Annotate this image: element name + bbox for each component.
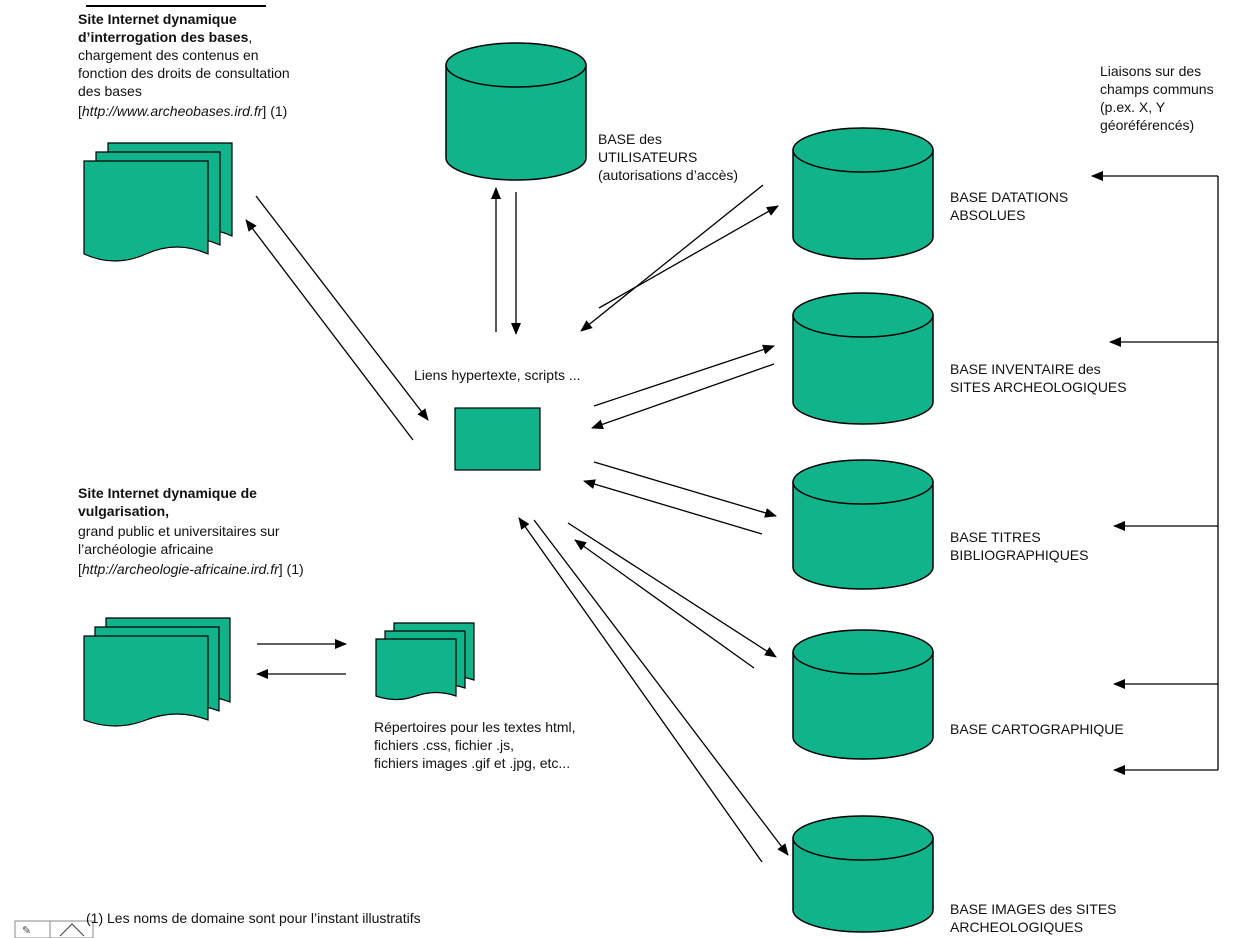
database-label-line1: BASE INVENTAIRE des [950, 361, 1101, 377]
arrow-datations-to-hub [580, 184, 764, 332]
document-stack-bases-icon [83, 142, 233, 262]
site-vulgarisation-title-line1: Site Internet dynamique de [78, 485, 257, 501]
database-label-line2: BIBLIOGRAPHIQUES [950, 547, 1089, 563]
arrow-cartographique-to-hub [574, 539, 755, 669]
document-stack-repertoires-icon [375, 622, 475, 701]
repertoires-line2: fichiers .css, fichier .js, [374, 737, 515, 753]
document-stack-vulgarisation-icon [83, 617, 231, 727]
arrow-titres-to-hub [583, 479, 763, 535]
database-label-line2: ABSOLUES [950, 207, 1026, 223]
repertoires-line3: fichiers images .gif et .jpg, etc... [374, 755, 571, 771]
site-bases-title-line1: Site Internet dynamique [78, 11, 237, 27]
site-bases-desc-line2: fonction des droits de consultation [78, 65, 290, 81]
site-bases-url-link[interactable]: http://www.archeobases.ird.fr [81, 103, 263, 119]
database-utilisateurs-icon [445, 42, 587, 181]
database-titres-icon [792, 459, 934, 590]
database-images-icon [792, 815, 934, 933]
footnote: (1) Les noms de domaine sont pour l’inst… [86, 910, 421, 926]
site-bases-title-line2: d’interrogation des bases [78, 29, 249, 45]
liaisons-line4: géoréférencés) [1100, 117, 1195, 133]
arrow-hub-to-images [533, 519, 789, 856]
site-vulgarisation-url-line: [http://archeologie-africaine.ird.fr] (1… [78, 560, 304, 578]
database-cartographique-icon [792, 629, 934, 760]
site-bases-url-open: [ [78, 103, 82, 119]
arrow-images-to-hub [518, 517, 763, 863]
liaisons-line2: champs communs [1100, 81, 1214, 97]
liaisons-line1: Liaisons sur des [1100, 63, 1202, 79]
database-label-line1: BASE IMAGES des SITES [950, 901, 1117, 917]
corner-toolbar-widget[interactable]: ✎ [14, 920, 94, 938]
repertoires-line1: Répertoires pour les textes html, [374, 719, 576, 735]
database-label-line2: SITES ARCHEOLOGIQUES [950, 379, 1127, 395]
arrow-inventaire-to-hub [591, 363, 775, 430]
liaisons-line3: (p.ex. X, Y [1100, 99, 1166, 115]
arrow-site-to-hub [255, 195, 429, 421]
site-vulgarisation-title-line2: vulgarisation, [78, 503, 170, 519]
arrow-hub-to-cartographique [567, 522, 777, 658]
liaison-bracket [1091, 171, 1219, 775]
site-bases-title-comma: , [248, 29, 253, 45]
database-label-line1: BASE CARTOGRAPHIQUE [950, 721, 1124, 737]
center-links-label: Liens hypertexte, scripts ... [414, 367, 581, 383]
base-utilisateurs-line1: BASE des [598, 131, 662, 147]
site-vulgarisation-url-link[interactable]: http://archeologie-africaine.ird.fr [81, 561, 279, 577]
central-hub-box [454, 407, 541, 471]
database-label-line1: BASE TITRES [950, 529, 1041, 545]
arrow-hub-to-inventaire [593, 344, 775, 407]
base-utilisateurs-line3: (autorisations d’accès) [598, 167, 739, 183]
base-utilisateurs-line2: UTILISATEURS [598, 149, 698, 165]
database-label-line2: ARCHEOLOGIQUES [950, 919, 1084, 935]
site-vulgarisation-url-close: ] (1) [278, 561, 304, 577]
site-bases-url-close: ] (1) [262, 103, 288, 119]
database-label-line1: BASE DATATIONS [950, 189, 1069, 205]
arrow-hub-to-titres [593, 461, 777, 518]
arrow-hub-to-datations [598, 205, 779, 309]
database-inventaire-icon [792, 292, 934, 425]
arrow-hub-to-site [245, 219, 414, 441]
site-vulgarisation-desc-line2: l’archéologie africaine [78, 541, 214, 557]
chevron-up-icon[interactable] [59, 923, 85, 937]
database-datations-icon [792, 127, 934, 260]
site-vulgarisation-desc-line1: grand public et universitaires sur [78, 523, 280, 539]
site-bases-desc-line1: chargement des contenus en [78, 47, 259, 63]
site-bases-desc-line3: des bases [78, 83, 142, 99]
draw-tool-icon[interactable]: ✎ [22, 924, 31, 937]
site-bases-title-line2-wrap: d’interrogation des bases, [78, 28, 252, 46]
site-bases-url-line: [http://www.archeobases.ird.fr] (1) [78, 102, 287, 120]
site-vulgarisation-url-open: [ [78, 561, 82, 577]
